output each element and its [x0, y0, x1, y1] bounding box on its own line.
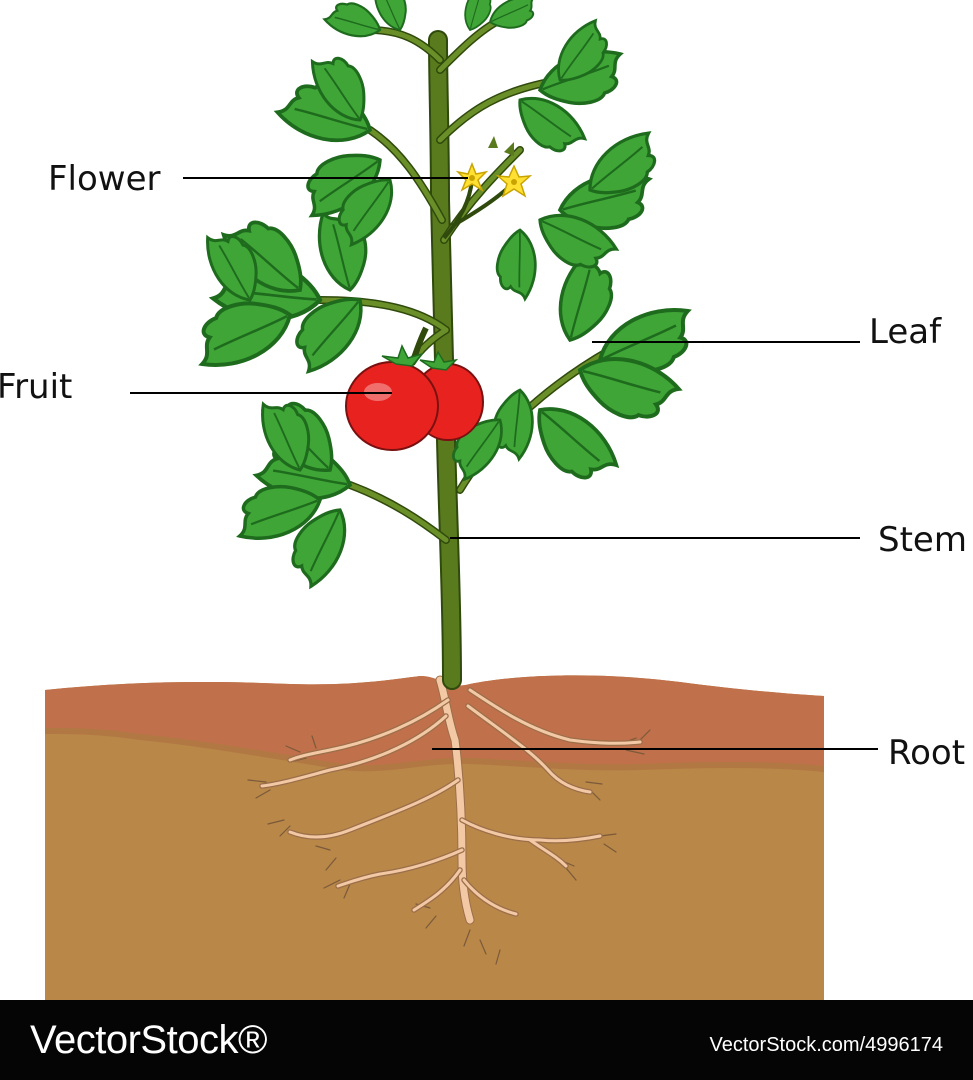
stem-label: Stem	[878, 520, 967, 560]
flowers	[442, 136, 533, 240]
image-credit: VectorStock.com/4996174	[709, 1034, 943, 1056]
leader-lines	[130, 177, 878, 750]
brand-logo: VectorStock®	[30, 1018, 267, 1062]
fruit-label: Fruit	[0, 367, 72, 407]
roots	[247, 675, 651, 965]
watermark-footer	[0, 1000, 973, 1080]
fruit	[345, 326, 484, 451]
stem	[316, 16, 614, 690]
root-label: Root	[888, 733, 965, 773]
flower-label: Flower	[48, 159, 161, 199]
leaf-label: Leaf	[869, 312, 942, 352]
